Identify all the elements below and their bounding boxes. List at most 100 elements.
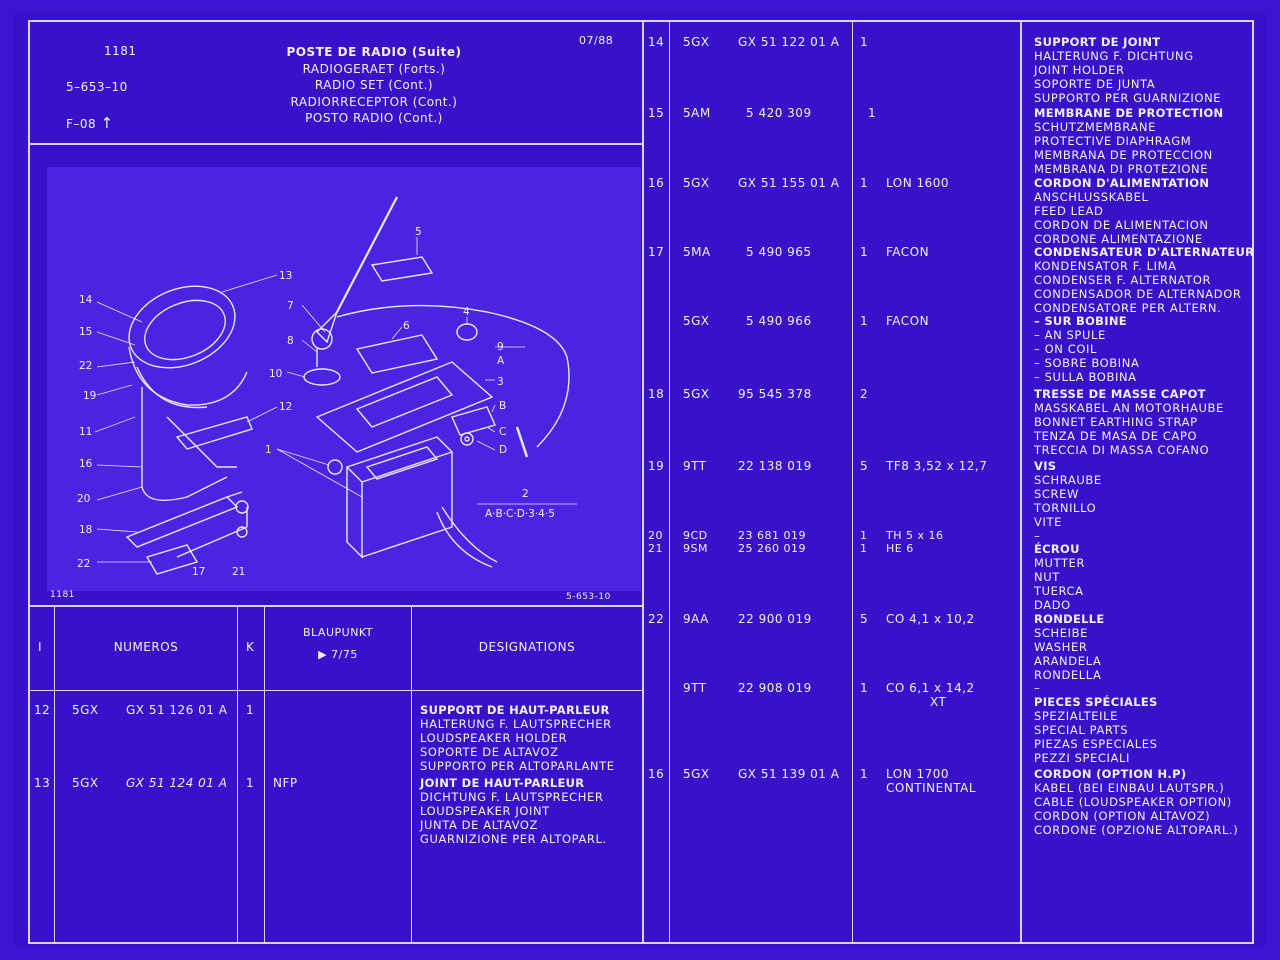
title-es: RADIORRECEPTOR (Cont.)	[290, 94, 458, 109]
frame-top	[28, 20, 1254, 22]
callout-B: B	[499, 400, 506, 412]
cell-k: 1	[860, 176, 869, 190]
cell-note: LON 1600	[886, 176, 950, 190]
desc-line: ARANDELA	[1034, 654, 1102, 668]
desc-line: TRESSE DE MASSE CAPOT	[1034, 387, 1206, 401]
callout-15: 15	[79, 326, 92, 338]
desc-line: CONDENSATORE PER ALTERN.	[1034, 301, 1222, 315]
cell-k: 1	[860, 35, 869, 49]
desc-line: MASSKABEL AN MOTORHAUBE	[1034, 401, 1224, 415]
cell-prefix: 9CD	[683, 529, 708, 542]
desc-line: KABEL (BEI EINBAU LAUTSPR.)	[1034, 781, 1225, 795]
desc-line: –	[1034, 529, 1041, 543]
cell-k: 1	[860, 681, 869, 695]
cell-description: SUPPORT DE JOINT HALTERUNG F. DICHTUNG J…	[1034, 35, 1221, 105]
callout-6: 6	[403, 320, 410, 332]
callout-C: C	[499, 426, 506, 438]
cell-prefix: 5MA	[683, 245, 711, 259]
callout-13: 13	[279, 270, 292, 282]
cell-description: CORDON D'ALIMENTATION ANSCHLUSSKABEL FEE…	[1034, 176, 1209, 246]
title-de: RADIOGERAET (Forts.)	[302, 61, 446, 76]
cell-description: – PIECES SPÉCIALES SPEZIALTEILE SPECIAL …	[1034, 681, 1158, 765]
desc-line: WASHER	[1034, 640, 1088, 654]
right-col-line-3	[1020, 20, 1022, 944]
callout-14: 14	[79, 294, 93, 306]
drawing-divider	[28, 605, 644, 607]
callout-18: 18	[79, 524, 92, 536]
cell-prefix: 5GX	[683, 767, 710, 781]
cell-number: 22 908 019	[738, 681, 812, 695]
parts-sheet: 1181 5–653–10 F–08 ↑ 07/88 POSTE DE RADI…	[14, 10, 1266, 948]
desc-line: DICHTUNG F. LAUTSPRECHER	[420, 790, 604, 804]
title-fr: POSTE DE RADIO (Suite)	[286, 45, 462, 59]
desc-line: HALTERUNG F. DICHTUNG	[1034, 49, 1194, 63]
cell-prefix: 5GX	[683, 314, 710, 328]
left-col-line-2	[237, 605, 238, 943]
desc-line: SCREW	[1034, 487, 1079, 501]
cell-note: CO 6,1 x 14,2	[886, 681, 975, 695]
header-divider	[28, 143, 644, 145]
cell-note: FACON	[886, 245, 930, 259]
cell-description: – SUR BOBINE – AN SPULE – ON COIL – SOBR…	[1034, 314, 1139, 384]
desc-line: KONDENSATOR F. LIMA	[1034, 259, 1177, 273]
cell-i: 14	[648, 35, 665, 49]
cell-note: CO 4,1 x 10,2	[886, 612, 975, 626]
cell-prefix: 5GX	[72, 703, 99, 717]
desc-line: RONDELLA	[1034, 668, 1102, 682]
desc-line: – ON COIL	[1034, 342, 1097, 356]
callout-11: 11	[79, 426, 92, 438]
frame-bottom	[28, 942, 1254, 944]
header-code: 1181	[104, 44, 137, 58]
cell-note: LON 1700	[886, 767, 950, 781]
cell-description: RONDELLE SCHEIBE WASHER ARANDELA RONDELL…	[1034, 612, 1105, 682]
desc-line: LOUDSPEAKER JOINT	[420, 804, 550, 818]
cell-description: MEMBRANE DE PROTECTION SCHUTZMEMBRANE PR…	[1034, 106, 1223, 176]
desc-line: – SUR BOBINE	[1034, 314, 1127, 328]
cell-number: 25 260 019	[738, 542, 806, 555]
frame-right	[1252, 20, 1254, 944]
desc-line: CONDENSADOR DE ALTERNADOR	[1034, 287, 1242, 301]
cell-number: 22 138 019	[738, 459, 812, 473]
frame-left	[28, 20, 30, 944]
desc-line: LOUDSPEAKER HOLDER	[420, 731, 568, 745]
speaker-ring-outer	[128, 285, 236, 369]
desc-line: JOINT HOLDER	[1034, 63, 1125, 77]
right-col-line-2	[852, 20, 853, 944]
desc-line: DADO	[1034, 598, 1071, 612]
cell-prefix: 5GX	[72, 776, 99, 790]
callout-D: D	[499, 444, 507, 456]
callout-1: 1	[265, 444, 272, 456]
col-header-k: K	[246, 640, 255, 654]
cell-note-2: CONTINENTAL	[886, 781, 976, 795]
desc-line: – SULLA BOBINA	[1034, 370, 1137, 384]
cell-prefix: 5AM	[683, 106, 711, 120]
header-page: F–08 ↑	[66, 114, 114, 132]
callout-8: 8	[287, 335, 294, 347]
drawing-code-right: 5-653-10	[566, 592, 611, 602]
callout-19: 19	[83, 390, 96, 402]
desc-line: CABLE (LOUDSPEAKER OPTION)	[1034, 795, 1232, 809]
cell-k: 1	[860, 767, 869, 781]
desc-line: – SOBRE BOBINA	[1034, 356, 1140, 370]
cell-i: 15	[648, 106, 665, 120]
desc-line: SUPPORTO PER ALTOPARLANTE	[420, 759, 615, 773]
cell-k: 1	[860, 314, 869, 328]
desc-line: CORDONE (OPZIONE ALTOPARL.)	[1034, 823, 1239, 837]
desc-line: CORDON DE ALIMENTACION	[1034, 218, 1209, 232]
cell-number: GX 51 139 01 A	[738, 767, 840, 781]
desc-line: NUT	[1034, 570, 1060, 584]
callout-5: 5	[415, 226, 422, 238]
cell-number: GX 51 124 01 A	[126, 776, 228, 790]
cell-prefix: 5GX	[683, 387, 710, 401]
desc-line: MEMBRANE DE PROTECTION	[1034, 106, 1224, 120]
desc-line: SUPPORTO PER GUARNIZIONE	[1034, 91, 1222, 105]
desc-line: CORDON D'ALIMENTATION	[1034, 176, 1210, 190]
cell-description: CONDENSATEUR D'ALTERNATEUR KONDENSATOR F…	[1034, 245, 1254, 315]
desc-line: GUARNIZIONE PER ALTOPARL.	[420, 832, 607, 846]
cell-description: CORDON (OPTION H.P) KABEL (BEI EINBAU LA…	[1034, 767, 1238, 837]
header-ref: 5–653–10	[66, 80, 128, 94]
cell-prefix: 9AA	[683, 612, 709, 626]
desc-line: RONDELLE	[1034, 612, 1105, 626]
cell-i: 18	[648, 387, 665, 401]
desc-line: HALTERUNG F. LAUTSPRECHER	[420, 717, 612, 731]
